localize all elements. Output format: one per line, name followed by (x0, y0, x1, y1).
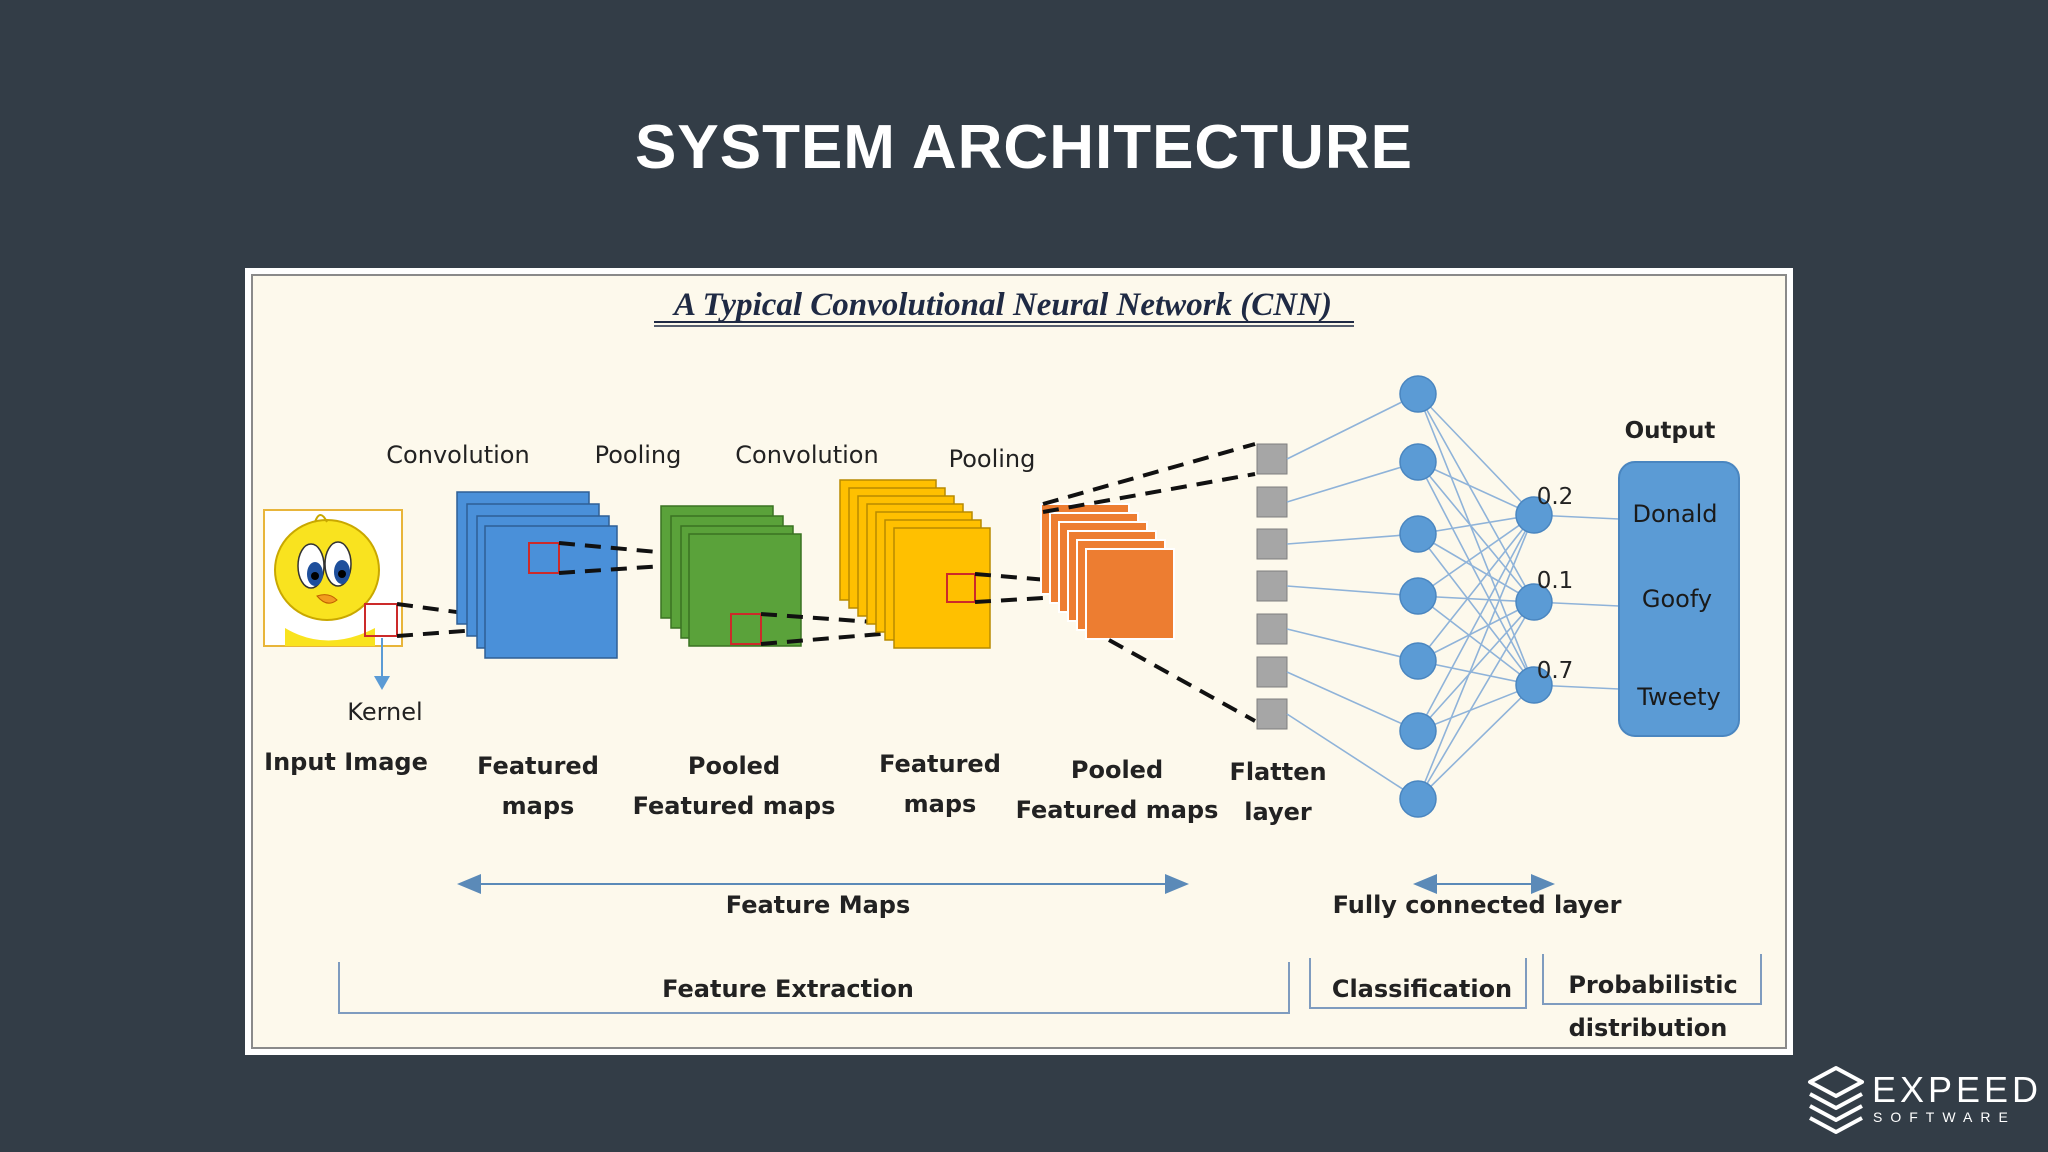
hidden-to-output-link (1417, 393, 1535, 603)
hidden-to-output-link (1417, 660, 1535, 686)
hidden-to-output-link (1417, 533, 1535, 603)
stage-label-pooling-2: Pooling (949, 445, 1036, 473)
flatten-to-hidden-link (1286, 461, 1419, 503)
probabilistic-label-line1: Probabilistic (1568, 971, 1737, 999)
hidden-to-output-link (1417, 461, 1535, 603)
probabilistic-bracket (1542, 954, 1762, 1005)
hidden-to-output-link (1417, 684, 1535, 732)
probability-donald: 0.2 (1537, 484, 1574, 510)
hidden-neuron (1399, 780, 1437, 818)
feature-extraction-label: Feature Extraction (662, 975, 914, 1003)
hidden-neuron (1399, 712, 1437, 750)
output-neuron (1515, 666, 1553, 704)
layer-name-featured-maps-2-line2: maps (904, 790, 977, 818)
kernel-box-pool1 (730, 613, 762, 645)
feature-maps-span-label: Feature Maps (726, 891, 910, 919)
logo-subtitle: SOFTWARE (1873, 1109, 2016, 1125)
hidden-to-output-link (1417, 461, 1535, 516)
output-class-goofy: Goofy (1642, 585, 1712, 613)
hidden-to-output-link (1417, 601, 1535, 800)
output-neuron (1515, 496, 1553, 534)
hidden-to-output-link (1417, 514, 1535, 662)
output-neurons (1515, 496, 1553, 704)
featured-maps-2-stack (839, 479, 991, 649)
layer-name-pooled-1-line1: Pooled (688, 752, 780, 780)
flatten-to-hidden-link (1286, 393, 1419, 460)
classification-label: Classification (1332, 975, 1512, 1003)
probabilistic-label-line2: distribution (1569, 1014, 1728, 1042)
layer-name-featured-maps-2-line1: Featured (879, 750, 1001, 778)
stage-label-convolution-1: Convolution (386, 441, 529, 469)
layer-name-input: Input Image (264, 748, 428, 776)
logo-wordmark: EXPEED (1872, 1069, 2043, 1110)
output-class-tweety: Tweety (1636, 683, 1720, 711)
fully-connected-span-label: Fully connected layer (1333, 891, 1622, 919)
layer-name-flatten-line2: layer (1244, 798, 1312, 826)
hidden-to-output-link (1417, 595, 1535, 603)
probability-goofy: 0.1 (1537, 568, 1574, 594)
hidden-to-output-link (1417, 393, 1535, 516)
slide-title: SYSTEM ARCHITECTURE (635, 113, 1413, 182)
flatten-to-hidden-link (1286, 628, 1419, 662)
stage-label-convolution-2: Convolution (735, 441, 878, 469)
pooled-maps-1-stack (660, 505, 802, 647)
expeed-logo: EXPEED SOFTWARE (1806, 1064, 2038, 1134)
flatten-layer (1256, 443, 1288, 730)
diagram-canvas (251, 274, 1787, 1049)
stacked-layers-logo-icon (1808, 1066, 1864, 1134)
hidden-to-output-link (1417, 514, 1535, 597)
hidden-to-output-link (1417, 393, 1535, 686)
stage-label-pooling-1: Pooling (595, 441, 682, 469)
tweety-bird-icon (263, 509, 403, 647)
projection-line-pool2-top-2 (1042, 472, 1256, 514)
layer-name-flatten-line1: Flatten (1229, 758, 1326, 786)
flatten-to-hidden-link (1286, 671, 1419, 732)
hidden-to-output-link (1417, 595, 1535, 686)
diagram-title: A Typical Convolutional Neural Network (… (672, 287, 1332, 323)
hidden-neuron (1399, 515, 1437, 553)
layer-name-pooled-2-line1: Pooled (1071, 756, 1163, 784)
hidden-neuron (1399, 577, 1437, 615)
projection-line-pool2-bottom (1108, 638, 1256, 723)
hidden-to-output-link (1417, 601, 1535, 662)
hidden-neuron (1399, 443, 1437, 481)
hidden-to-output-link (1417, 461, 1535, 686)
hidden-to-output-link (1417, 514, 1535, 800)
hidden-to-output-link (1417, 514, 1535, 732)
classification-bracket (1309, 958, 1527, 1009)
hidden-to-output-link (1417, 601, 1535, 732)
output-heading: Output (1625, 418, 1716, 444)
featured-maps-1-stack (456, 491, 618, 659)
pooled-maps-2-stack (1040, 503, 1175, 640)
kernel-box-input (364, 603, 398, 637)
hidden-to-output-link (1417, 684, 1535, 800)
output-box (1618, 461, 1740, 737)
kernel-box-conv1 (528, 542, 560, 574)
kernel-label: Kernel (347, 698, 422, 726)
output-neuron (1515, 583, 1553, 621)
layer-name-featured-maps-1-line1: Featured (477, 752, 599, 780)
flatten-to-hidden-link (1286, 585, 1419, 597)
hidden-neuron (1399, 642, 1437, 680)
kernel-box-conv2 (946, 573, 976, 603)
hidden-neurons (1399, 375, 1437, 818)
output-class-donald: Donald (1633, 500, 1718, 528)
layer-name-pooled-1-line2: Featured maps (633, 792, 836, 820)
probability-tweety: 0.7 (1537, 658, 1574, 684)
hidden-to-output-link (1417, 514, 1535, 535)
hidden-to-output-link (1417, 533, 1535, 686)
cnn-architecture-diagram: A Typical Convolutional Neural Network (… (245, 268, 1793, 1055)
projection-line-pool2-top-1 (1042, 442, 1256, 506)
hidden-neuron (1399, 375, 1437, 413)
layer-name-pooled-2-line2: Featured maps (1016, 796, 1219, 824)
layer-name-featured-maps-1-line2: maps (502, 792, 575, 820)
flatten-to-hidden-link (1286, 713, 1419, 800)
flatten-to-hidden-link (1286, 533, 1419, 545)
feature-extraction-bracket (338, 962, 1290, 1014)
